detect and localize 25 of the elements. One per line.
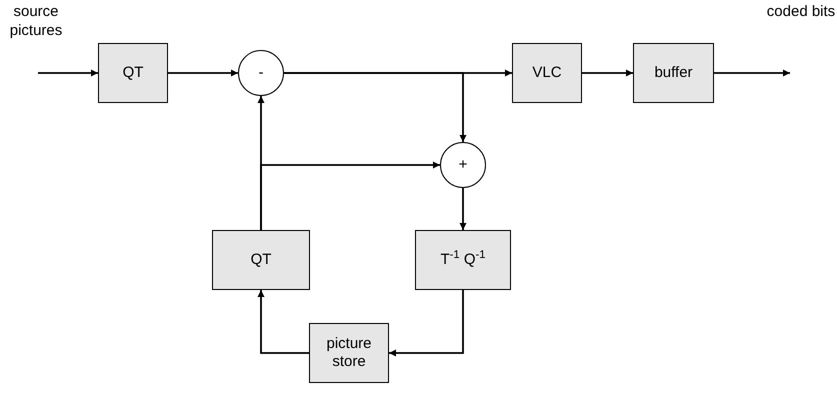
node-label: +	[458, 156, 468, 174]
arrow	[284, 72, 466, 142]
arrow	[582, 70, 633, 76]
arrow	[260, 162, 440, 230]
node-label: buffer	[654, 64, 693, 82]
node-label: picture store	[325, 335, 373, 371]
process-box	[415, 230, 511, 290]
node-label: QT	[122, 64, 144, 82]
node-label: QT	[250, 251, 272, 269]
arrow	[460, 188, 466, 230]
arrow	[168, 70, 238, 76]
node-label: -	[258, 64, 264, 82]
arrow	[258, 290, 309, 354]
node-label: T$^{-1}$ Q$^{-1}$	[440, 251, 486, 269]
process-box	[309, 323, 389, 383]
arrow	[38, 70, 98, 76]
arrow	[389, 290, 464, 356]
io-label: source pictures	[8, 2, 64, 40]
arrow	[714, 70, 790, 76]
process-box	[98, 43, 168, 103]
io-label: coded bits	[766, 2, 836, 21]
process-box	[512, 43, 582, 103]
process-box	[633, 43, 714, 103]
process-box	[212, 230, 310, 290]
node-label: VLC	[532, 64, 562, 82]
